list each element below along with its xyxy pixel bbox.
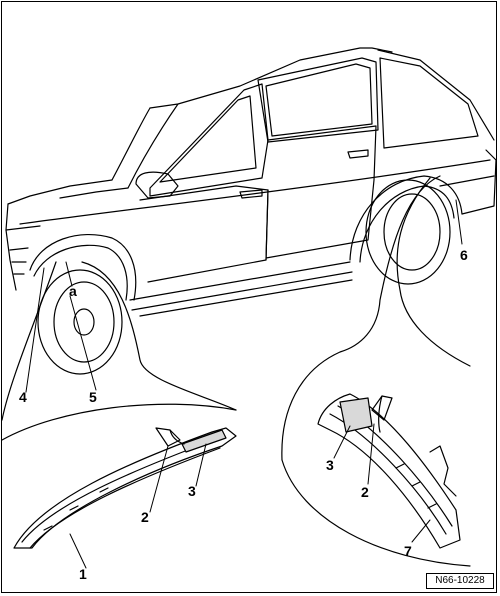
callout-4: 4: [19, 389, 27, 405]
callout-7: 7: [404, 543, 412, 559]
callout-2-right: 2: [361, 484, 369, 500]
leader-lines: [25, 199, 463, 569]
detail-callout-outlines: [1, 175, 471, 567]
figure-reference-code: N66-10228: [426, 573, 494, 589]
callout-3-left: 3: [188, 483, 196, 499]
callout-3-right: 3: [326, 457, 334, 473]
car-body: [5, 47, 497, 375]
callout-5: 5: [89, 389, 97, 405]
callout-6: 6: [460, 247, 468, 263]
callout-a: a: [69, 283, 77, 299]
rear-arch-trim-detail: [317, 393, 461, 549]
callout-2-left: 2: [141, 509, 149, 525]
callout-1: 1: [79, 566, 87, 582]
front-arch-trim-detail: [13, 427, 237, 549]
